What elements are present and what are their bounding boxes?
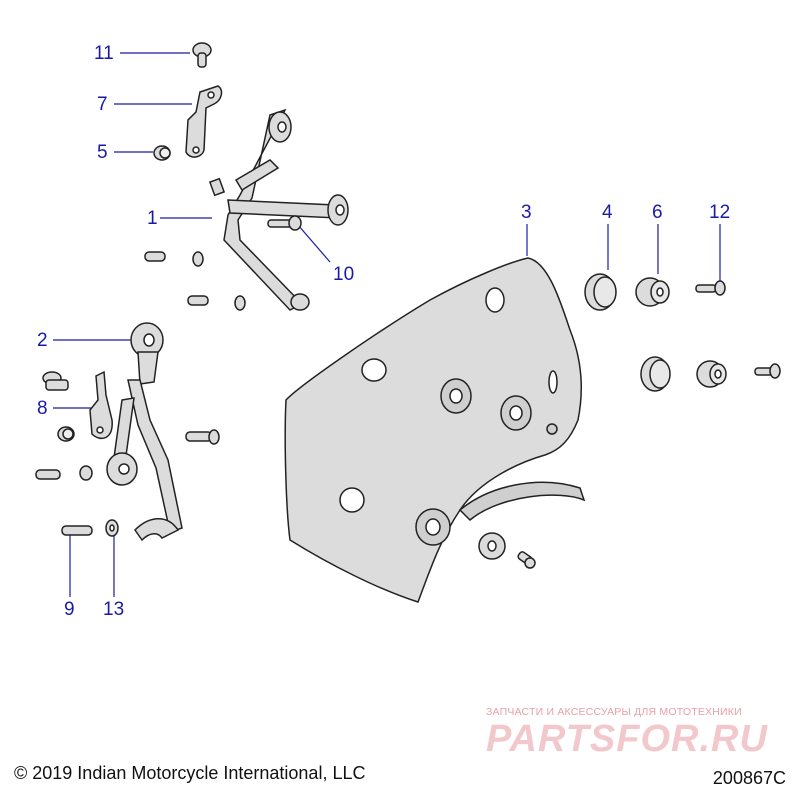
screw-bottom xyxy=(517,551,536,569)
callout-8[interactable]: 8 xyxy=(37,398,48,419)
watermark-tagline: ЗАПЧАСТИ И АКСЕССУАРЫ ДЛЯ МОТОТЕХНИКИ xyxy=(486,706,742,718)
screw-12 xyxy=(695,280,726,296)
bracket-2 xyxy=(137,351,159,385)
callout-11[interactable]: 11 xyxy=(94,43,114,64)
callout-1[interactable]: 1 xyxy=(147,208,158,229)
washer-bottom xyxy=(478,532,506,560)
copyright-text: © 2019 Indian Motorcycle International, … xyxy=(14,763,366,783)
watermark-logo: PARTSFOR.RU xyxy=(486,718,768,760)
bolt-flanged xyxy=(42,371,69,391)
callout-10[interactable]: 10 xyxy=(333,264,355,285)
callout-13[interactable]: 13 xyxy=(103,599,125,620)
bracket-8 xyxy=(89,370,113,440)
callout-2[interactable]: 2 xyxy=(37,330,48,351)
spacer-5 xyxy=(153,145,171,161)
bolt-11 xyxy=(192,42,212,68)
callout-3[interactable]: 3 xyxy=(521,202,532,223)
callout-5[interactable]: 5 xyxy=(97,142,108,163)
bushing-6 xyxy=(635,277,670,307)
bolt-10 xyxy=(267,215,302,231)
callout-9[interactable]: 9 xyxy=(64,599,75,620)
bolt-9 xyxy=(61,525,93,536)
grommet-4 xyxy=(584,273,617,311)
callout-7[interactable]: 7 xyxy=(97,94,108,115)
bracket-7 xyxy=(185,85,223,158)
bushing-6b xyxy=(696,360,727,388)
callout-12[interactable]: 12 xyxy=(709,202,731,223)
callout-6[interactable]: 6 xyxy=(652,202,663,223)
washer-13 xyxy=(105,519,119,537)
panel-3 xyxy=(284,257,586,603)
grommet-4b xyxy=(640,356,671,392)
leader-10 xyxy=(297,224,331,263)
diagram-code: 200867C xyxy=(712,768,786,788)
screw-12b xyxy=(754,363,781,379)
callout-4[interactable]: 4 xyxy=(602,202,613,223)
